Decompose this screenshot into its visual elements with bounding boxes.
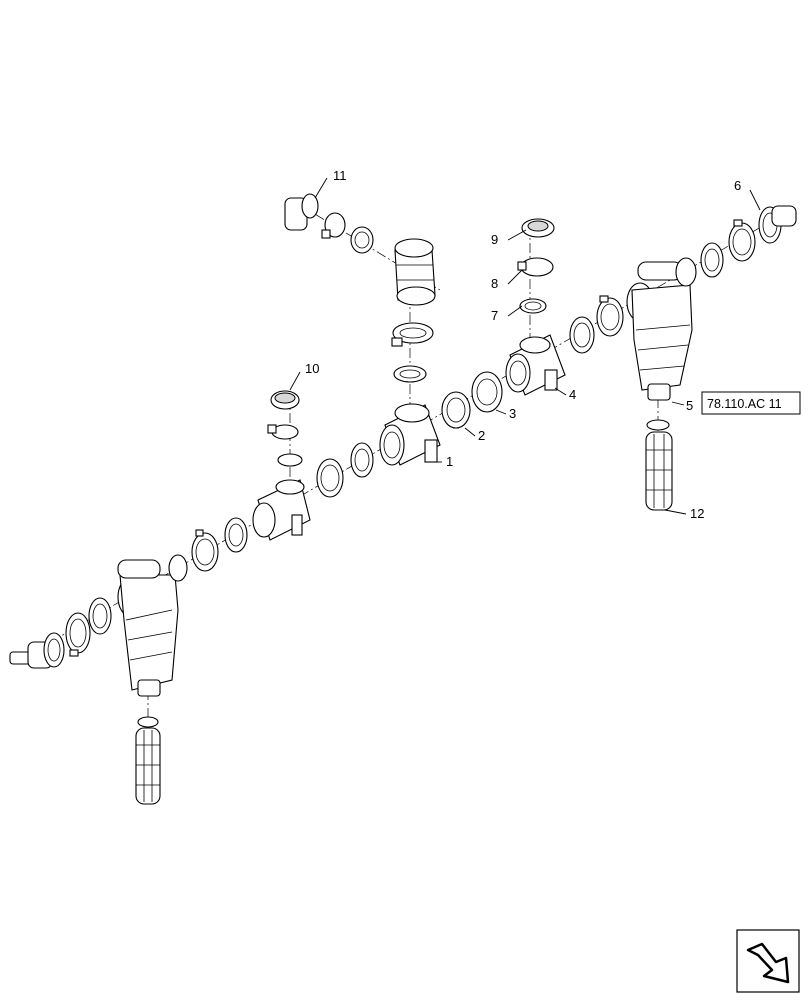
left-ring-gasket <box>224 517 248 553</box>
right-tee <box>505 334 566 396</box>
left-clamp <box>65 612 91 657</box>
upper-left-elbow <box>284 193 374 254</box>
left-inlet-fitting <box>9 632 65 669</box>
right-end-clamp <box>728 219 756 262</box>
right-outlet-fitting <box>758 205 797 244</box>
left-middle-gasket <box>350 442 374 478</box>
callout-1: 1 <box>446 454 453 469</box>
reference-box[interactable]: 78.110.AC 11 <box>701 391 801 415</box>
callout-2: 2 <box>478 428 485 443</box>
left-filter-screen <box>135 716 161 805</box>
left-upper-parts <box>267 390 303 467</box>
callout-8: 8 <box>491 276 498 291</box>
reference-label: 78.110.AC 11 <box>707 397 782 411</box>
callout-5: 5 <box>686 398 693 413</box>
left-filter-body <box>117 554 188 697</box>
center-right-gasket <box>441 391 471 429</box>
callout-6: 6 <box>734 178 741 193</box>
right-vertical-stack <box>517 218 555 314</box>
left-middle-clamp <box>316 458 344 498</box>
callout-3: 3 <box>509 406 516 421</box>
right-filter-screen <box>645 419 673 511</box>
left-gasket <box>88 597 112 635</box>
center-tee <box>379 403 441 466</box>
callout-10: 10 <box>305 361 319 376</box>
previous-page-arrow-icon[interactable] <box>736 929 800 993</box>
right-filter-body <box>626 257 697 401</box>
callout-9: 9 <box>491 232 498 247</box>
callout-leaders <box>289 177 761 515</box>
right-middle-clamp <box>596 295 624 337</box>
right-middle-gasket <box>569 316 595 354</box>
callout-11: 11 <box>333 168 347 183</box>
right-end-gasket <box>700 242 724 278</box>
left-tee <box>252 479 311 541</box>
callout-12: 12 <box>690 506 704 521</box>
callout-7: 7 <box>491 308 498 323</box>
center-right-clamp <box>471 371 503 413</box>
center-vertical-stack <box>391 238 436 383</box>
left-ring-clamp <box>191 529 219 572</box>
callout-4: 4 <box>569 387 576 402</box>
